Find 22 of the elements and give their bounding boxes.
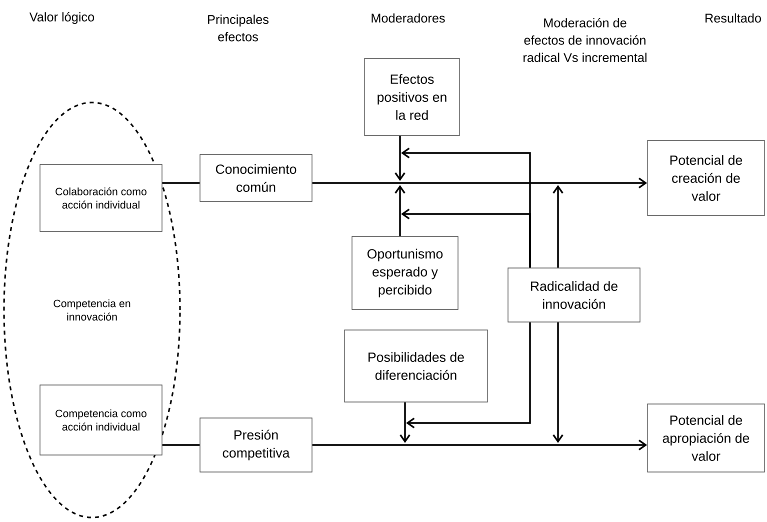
text-box: Oportunismo esperado y percibido — [352, 236, 458, 310]
column-header: Moderadores — [372, 13, 445, 23]
text-box: Presión competitiva — [200, 418, 312, 472]
arrow — [552, 322, 564, 443]
arrow — [552, 185, 564, 268]
column-header: Moderación de efectos de innovación radical Vs incremental — [524, 18, 646, 62]
text-box: Posibilidades de diferenciación — [344, 330, 488, 402]
arrow — [401, 208, 531, 268]
arrow — [400, 402, 410, 443]
text-box: Potencial de apropiación de valor — [647, 404, 765, 472]
text-box: Potencial de creación de valor — [647, 140, 765, 216]
arrow — [394, 136, 406, 181]
arrow — [406, 322, 531, 428]
text-box: Radicalidad de innovación — [508, 268, 640, 322]
column-header: Resultado — [706, 13, 761, 23]
text-box: Conocimiento común — [200, 154, 312, 202]
arrow — [312, 440, 648, 450]
arrow — [394, 185, 406, 236]
column-header: Valor lógico — [29, 12, 94, 24]
text-box: Efectos positivos en la red — [364, 58, 460, 136]
column-header: Principales efectos — [208, 14, 268, 42]
arrow — [312, 178, 648, 188]
